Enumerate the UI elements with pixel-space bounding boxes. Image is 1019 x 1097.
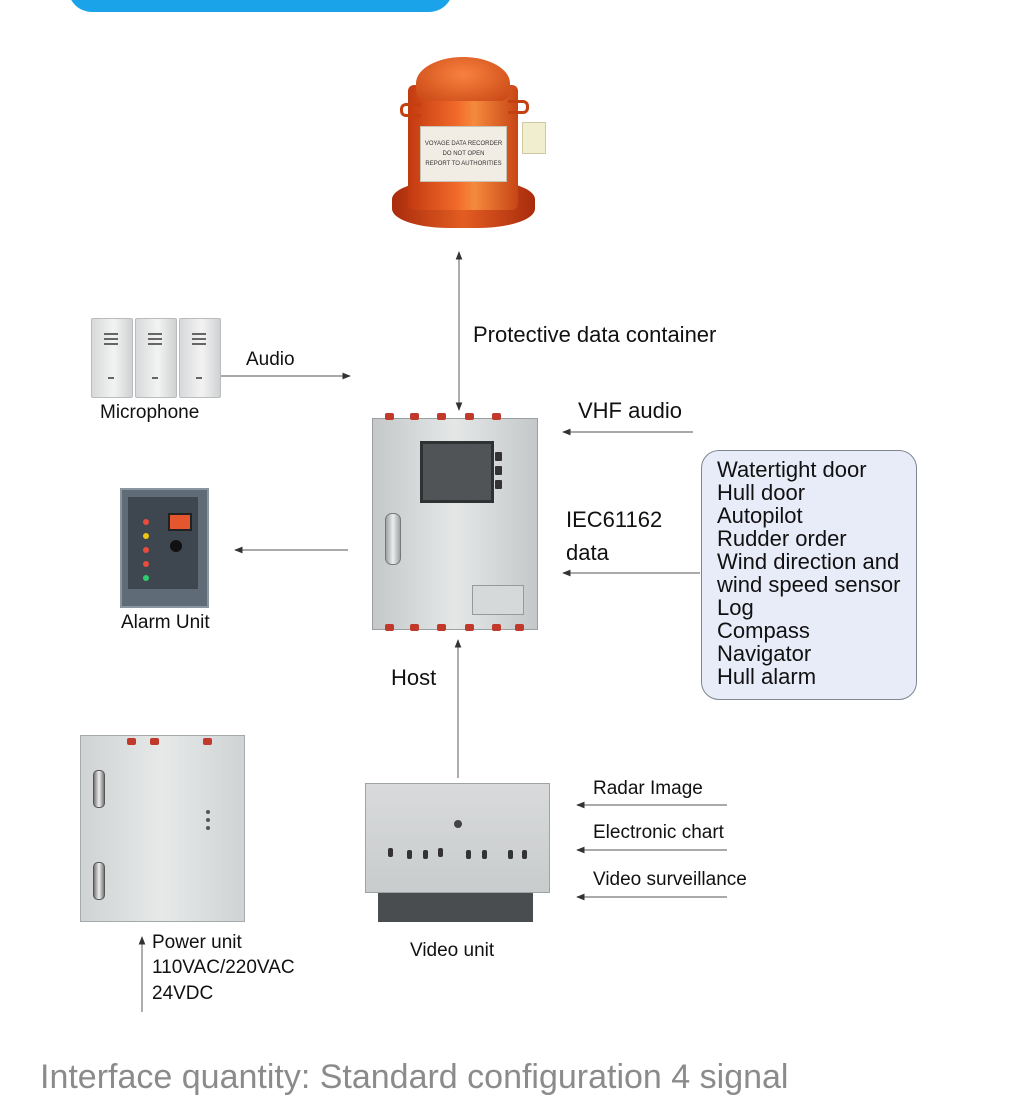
signal-source-item: Watertight door (717, 457, 867, 482)
host-label: Host (391, 665, 437, 690)
plate-line-2: DO NOT OPEN (442, 151, 485, 157)
iec-label-line1: IEC61162 (566, 507, 663, 532)
microphone-label: Microphone (100, 402, 200, 423)
signal-source-item: Log (717, 595, 754, 620)
footer-caption: Interface quantity: Standard configurati… (40, 1058, 789, 1096)
electronic-chart-label: Electronic chart (593, 822, 724, 843)
signal-source-item: wind speed sensor (717, 572, 901, 597)
signal-source-item: Wind direction and (717, 549, 900, 574)
video-surveillance-label: Video surveillance (593, 869, 747, 890)
vhf-audio-label: VHF audio (578, 398, 682, 423)
title-banner (68, 0, 453, 12)
signal-source-item: Rudder order (717, 526, 847, 551)
signal-sources-list: Watertight door Hull door Autopilot Rudd… (717, 458, 900, 688)
signal-sources-box (701, 450, 917, 700)
iec-label-line2: data (566, 540, 609, 565)
signal-source-item: Hull door (717, 480, 806, 505)
power-unit-label-line2: 110VAC/220VAC (152, 957, 295, 978)
power-unit-label-line1: Power unit (152, 932, 242, 953)
signal-source-item: Navigator (717, 641, 812, 666)
protective-container-label: Protective data container (473, 322, 717, 347)
radar-image-label: Radar Image (593, 778, 703, 799)
plate-line-1: VOYAGE DATA RECORDER (424, 141, 503, 147)
alarm-unit-label: Alarm Unit (121, 612, 210, 633)
signal-source-item: Autopilot (717, 503, 803, 528)
plate-line-3: REPORT TO AUTHORITIES (425, 161, 502, 167)
audio-label: Audio (246, 349, 295, 370)
signal-source-item: Hull alarm (717, 664, 817, 689)
container-warning-plate: VOYAGE DATA RECORDER DO NOT OPEN REPORT … (420, 126, 507, 182)
power-unit-label-line3: 24VDC (152, 983, 214, 1004)
signal-source-item: Compass (717, 618, 810, 643)
video-unit-label: Video unit (410, 940, 495, 961)
